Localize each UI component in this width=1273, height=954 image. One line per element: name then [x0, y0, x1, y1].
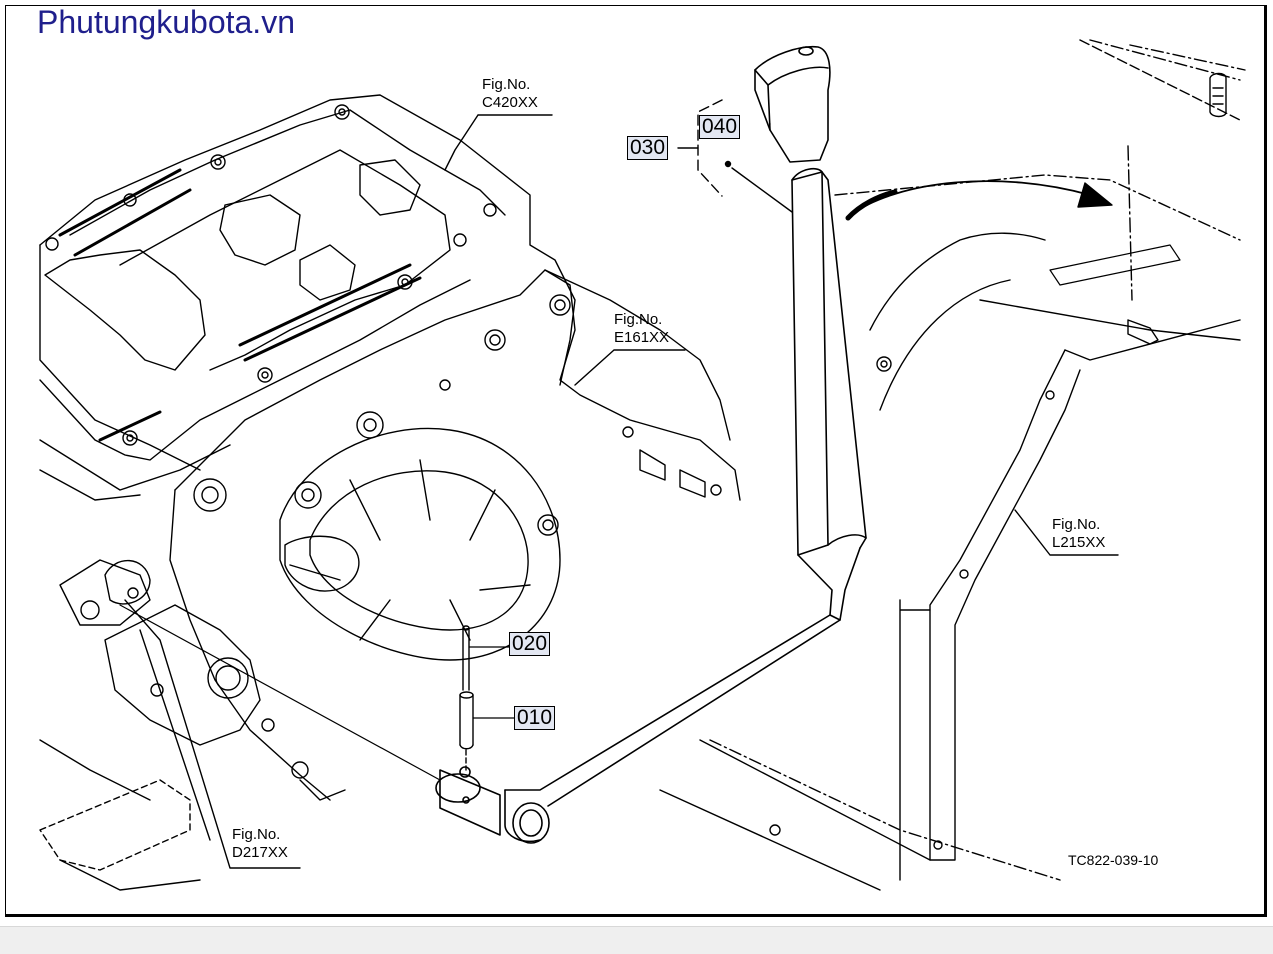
- viewer-status-bar: [0, 926, 1273, 954]
- site-watermark: Phutungkubota.vn: [37, 4, 295, 40]
- drawing-number: TC822-039-10: [1068, 852, 1159, 868]
- fig-reference-l215xx: Fig.No. L215XX: [1052, 516, 1105, 552]
- callout-010[interactable]: 010: [514, 706, 556, 730]
- arrow-tail-thick: [845, 189, 898, 221]
- fender-step-sketch: [659, 39, 1246, 891]
- lever-part-030: [435, 167, 867, 844]
- fig-code: L215XX: [1052, 534, 1106, 551]
- fig-reference-c420xx: Fig.No. C420XX: [482, 76, 538, 112]
- fig-label: Fig.No.: [614, 311, 663, 328]
- fig-label: Fig.No.: [232, 826, 281, 843]
- callout-020[interactable]: 020: [509, 632, 551, 656]
- fig-code: C420XX: [482, 94, 538, 111]
- leader-d217xx: [124, 599, 301, 869]
- leader-d217xx-2: [139, 629, 211, 841]
- fig-code: E161XX: [614, 329, 670, 346]
- arrow-head-icon: [1077, 182, 1113, 208]
- callout-030[interactable]: 030: [627, 136, 669, 160]
- shaft-axis-line: [119, 604, 441, 781]
- pin-part-020: [462, 625, 511, 691]
- transmission-housing-sketch: [39, 94, 576, 501]
- fig-reference-e161xx: Fig.No. E161XX: [614, 311, 669, 347]
- spring-pin-part-010: [459, 691, 515, 750]
- leader-lever: [731, 167, 793, 213]
- mounting-direction-arrow: [849, 180, 1091, 216]
- leader-e161xx: [574, 349, 686, 386]
- fig-label: Fig.No.: [1052, 516, 1101, 533]
- leader-c420xx: [444, 114, 553, 171]
- fig-code: D217XX: [232, 844, 288, 861]
- dot-marker: [724, 160, 732, 168]
- leader-l215xx: [1014, 509, 1119, 556]
- fig-label: Fig.No.: [482, 76, 531, 93]
- flywheel-housing-sketch: [39, 269, 741, 891]
- callout-040[interactable]: 040: [699, 115, 741, 139]
- grip-part-040: [754, 45, 831, 163]
- fig-reference-d217xx: Fig.No. D217XX: [232, 826, 288, 862]
